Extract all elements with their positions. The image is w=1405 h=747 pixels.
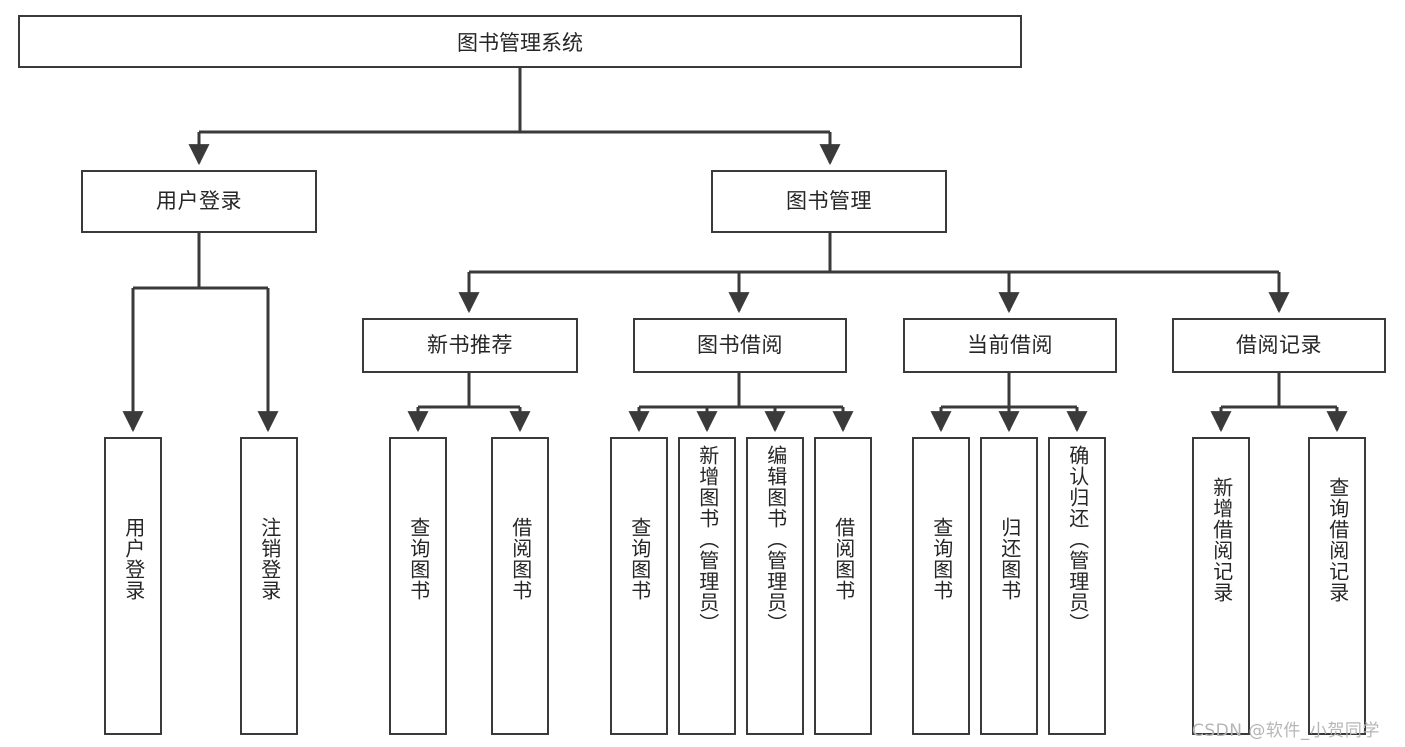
leaf-current-return-book[interactable]: 归还图书 (980, 437, 1038, 735)
node-user-login[interactable]: 用户登录 (81, 170, 317, 233)
leaf-label: 注销登录 (257, 517, 282, 601)
leaf-label: 借阅图书 (508, 517, 533, 601)
node-current-borrow[interactable]: 当前借阅 (903, 318, 1117, 373)
node-book-borrow[interactable]: 图书借阅 (633, 318, 847, 373)
leaf-borrow-query-book[interactable]: 查询图书 (610, 437, 668, 735)
node-borrow-records[interactable]: 借阅记录 (1172, 318, 1386, 373)
node-new-book-recommend[interactable]: 新书推荐 (362, 318, 578, 373)
leaf-label: 新增图书（管理员） (695, 445, 720, 634)
node-new-book-recommend-label: 新书推荐 (427, 332, 513, 357)
node-user-login-label: 用户登录 (156, 188, 242, 213)
leaf-label: 查询图书 (406, 517, 431, 601)
node-borrow-records-label: 借阅记录 (1236, 332, 1322, 357)
leaf-label: 新增借阅记录 (1209, 477, 1234, 603)
leaf-borrow-add-book-admin[interactable]: 新增图书（管理员） (678, 437, 736, 735)
leaf-records-add-record[interactable]: 新增借阅记录 (1192, 437, 1250, 735)
csdn-watermark: CSDN @软件_小贺同学 (1192, 721, 1380, 741)
leaf-borrow-borrow-book[interactable]: 借阅图书 (814, 437, 872, 735)
leaf-label: 借阅图书 (831, 517, 856, 601)
leaf-label: 确认归还（管理员） (1065, 445, 1090, 634)
node-root-system[interactable]: 图书管理系统 (18, 15, 1022, 68)
leaf-new-book-query[interactable]: 查询图书 (389, 437, 447, 735)
leaf-label: 查询图书 (929, 517, 954, 601)
leaf-label: 编辑图书（管理员） (763, 445, 788, 634)
leaf-label: 查询图书 (627, 517, 652, 601)
leaf-user-login-signout[interactable]: 注销登录 (240, 437, 298, 735)
node-book-borrow-label: 图书借阅 (697, 332, 783, 357)
leaf-current-query-book[interactable]: 查询图书 (912, 437, 970, 735)
leaf-label: 用户登录 (121, 517, 146, 601)
leaf-current-confirm-return-admin[interactable]: 确认归还（管理员） (1048, 437, 1106, 735)
node-current-borrow-label: 当前借阅 (967, 332, 1053, 357)
leaf-borrow-edit-book-admin[interactable]: 编辑图书（管理员） (746, 437, 804, 735)
leaf-user-login-signin[interactable]: 用户登录 (104, 437, 162, 735)
leaf-new-book-borrow[interactable]: 借阅图书 (491, 437, 549, 735)
node-root-label: 图书管理系统 (457, 30, 583, 55)
node-book-management-label: 图书管理 (786, 188, 872, 213)
leaf-label: 归还图书 (997, 517, 1022, 601)
node-book-management[interactable]: 图书管理 (711, 170, 947, 233)
leaf-label: 查询借阅记录 (1325, 477, 1350, 603)
leaf-records-query-record[interactable]: 查询借阅记录 (1308, 437, 1366, 735)
